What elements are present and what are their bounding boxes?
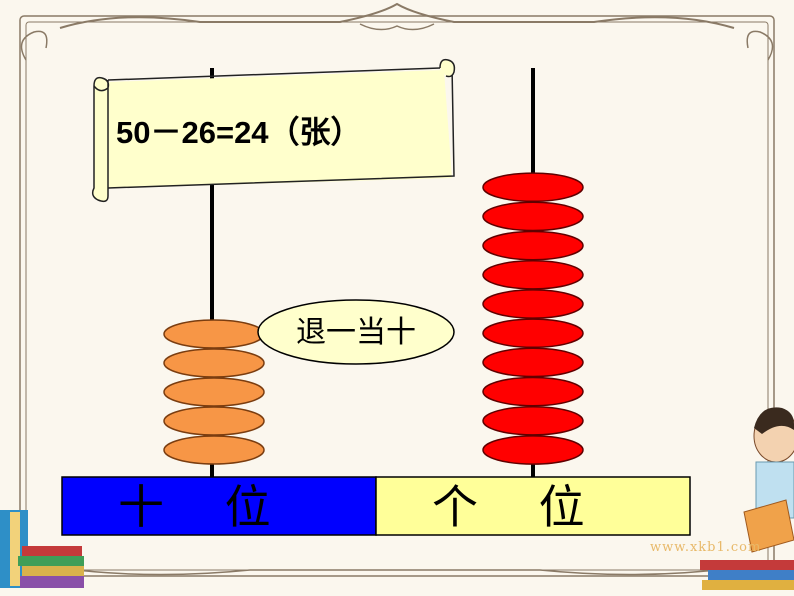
- boy-reading-decoration: [700, 407, 794, 590]
- ones-bead: [482, 376, 584, 407]
- ones-beads: [482, 172, 584, 465]
- tens-bead: [163, 377, 265, 407]
- ones-bead: [482, 259, 584, 290]
- books-decoration: [0, 510, 84, 588]
- ones-bead: [482, 230, 584, 261]
- equation-text: 50－26=24（张）: [116, 115, 362, 150]
- ones-bead: [482, 405, 584, 436]
- tens-beads: [163, 319, 265, 465]
- tens-bead: [163, 435, 265, 465]
- scroll-banner: [91, 58, 456, 203]
- tens-bead: [163, 406, 265, 436]
- tens-place-box: [61, 476, 377, 536]
- ones-bead: [482, 347, 584, 378]
- bubble-shape: [257, 299, 455, 365]
- bubble-text: 退一当十: [296, 315, 416, 350]
- decorative-frame: [19, 2, 775, 577]
- ones-bead: [482, 289, 584, 319]
- tens-place-label: 十 位: [118, 480, 271, 534]
- tens-bead: [163, 348, 265, 378]
- ones-bead: [482, 435, 584, 465]
- ones-place-label: 个 位: [432, 480, 585, 534]
- ones-bead: [482, 172, 584, 203]
- ones-bead: [482, 201, 584, 232]
- tens-bead: [163, 319, 265, 349]
- ones-bead: [482, 318, 584, 349]
- watermark-text: www.xkb1.com: [650, 540, 762, 555]
- ones-place-box: [375, 476, 691, 536]
